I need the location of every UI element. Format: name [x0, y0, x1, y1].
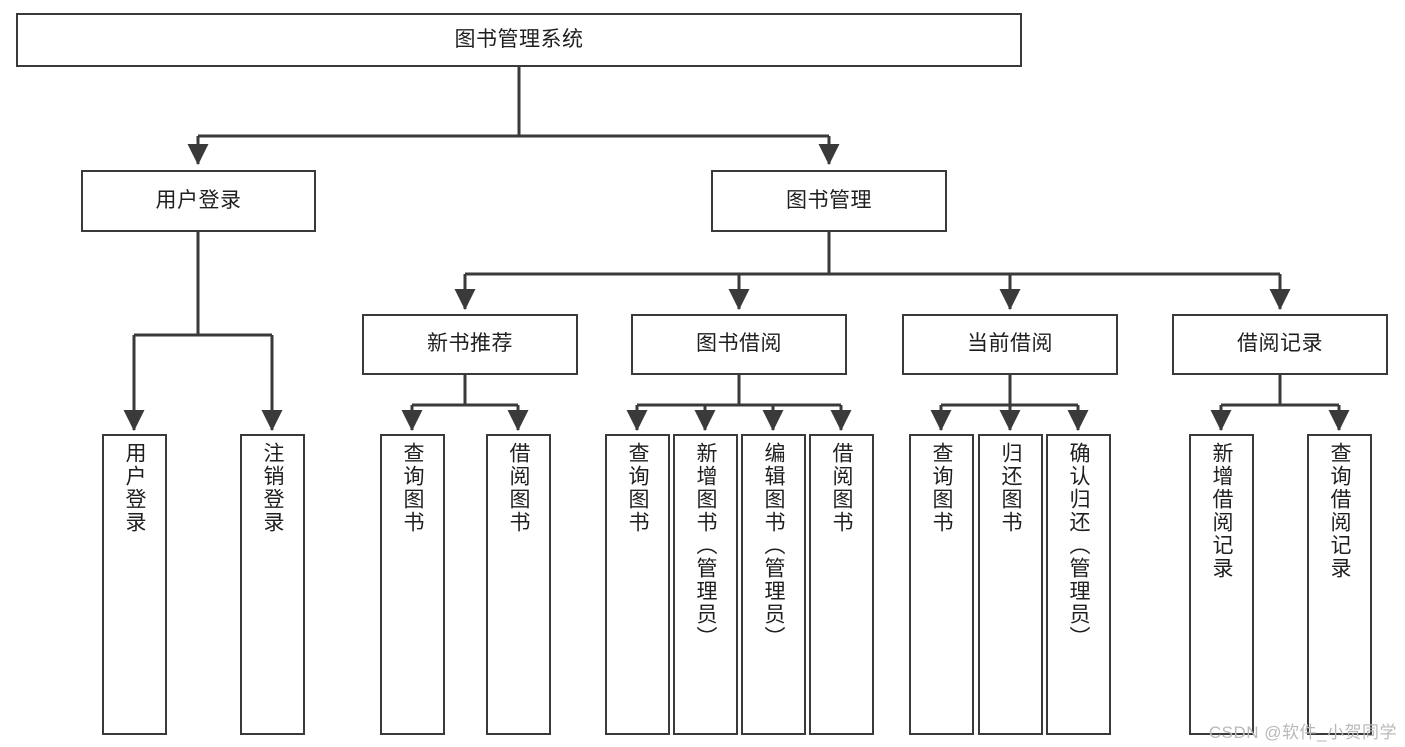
node-label: 图书管理: [786, 188, 872, 212]
node-label: 查询图书: [930, 442, 953, 534]
node-user-login[interactable]: 用户登录: [81, 170, 316, 232]
node-label: 借阅记录: [1237, 332, 1323, 356]
node-label: 查询图书: [401, 442, 424, 534]
csdn-watermark: CSDN @软件_小贺同学: [1208, 723, 1397, 742]
leaf-user-login[interactable]: 用户登录: [102, 434, 167, 735]
node-label: 新书推荐: [427, 332, 513, 356]
leaf-query-borrow-record[interactable]: 查询借阅记录: [1307, 434, 1372, 735]
node-label: 新增图书（管理员）: [694, 442, 717, 649]
node-label: 确认归还（管理员）: [1067, 442, 1090, 649]
leaf-borrow-books-recommend[interactable]: 借阅图书: [486, 434, 551, 735]
node-label: 归还图书: [999, 442, 1022, 534]
node-label: 借阅图书: [507, 442, 530, 534]
leaf-add-book-admin[interactable]: 新增图书（管理员）: [673, 434, 738, 735]
node-label: 用户登录: [123, 442, 146, 534]
node-root-book-management-system[interactable]: 图书管理系统: [16, 13, 1022, 67]
node-label: 注销登录: [261, 442, 284, 534]
leaf-return-books[interactable]: 归还图书: [978, 434, 1043, 735]
leaf-add-borrow-record[interactable]: 新增借阅记录: [1189, 434, 1254, 735]
node-book-borrowing[interactable]: 图书借阅: [631, 314, 847, 375]
node-label: 当前借阅: [967, 332, 1053, 356]
node-label: 查询借阅记录: [1328, 442, 1351, 580]
leaf-logout[interactable]: 注销登录: [240, 434, 305, 735]
leaf-query-books-current[interactable]: 查询图书: [909, 434, 974, 735]
node-current-borrowing[interactable]: 当前借阅: [902, 314, 1118, 375]
leaf-edit-book-admin[interactable]: 编辑图书（管理员）: [741, 434, 806, 735]
leaf-query-books-borrow[interactable]: 查询图书: [605, 434, 670, 735]
leaf-borrow-books[interactable]: 借阅图书: [809, 434, 874, 735]
node-label: 图书管理系统: [454, 27, 584, 51]
node-label: 图书借阅: [696, 332, 782, 356]
node-label: 新增借阅记录: [1210, 442, 1233, 580]
leaf-confirm-return-admin[interactable]: 确认归还（管理员）: [1046, 434, 1111, 735]
node-borrowing-record[interactable]: 借阅记录: [1172, 314, 1388, 375]
node-label: 查询图书: [626, 442, 649, 534]
node-label: 编辑图书（管理员）: [762, 442, 785, 649]
node-label: 借阅图书: [830, 442, 853, 534]
node-book-management[interactable]: 图书管理: [711, 170, 947, 232]
leaf-query-books-recommend[interactable]: 查询图书: [380, 434, 445, 735]
node-label: 用户登录: [155, 188, 242, 212]
node-new-book-recommendation[interactable]: 新书推荐: [362, 314, 578, 375]
